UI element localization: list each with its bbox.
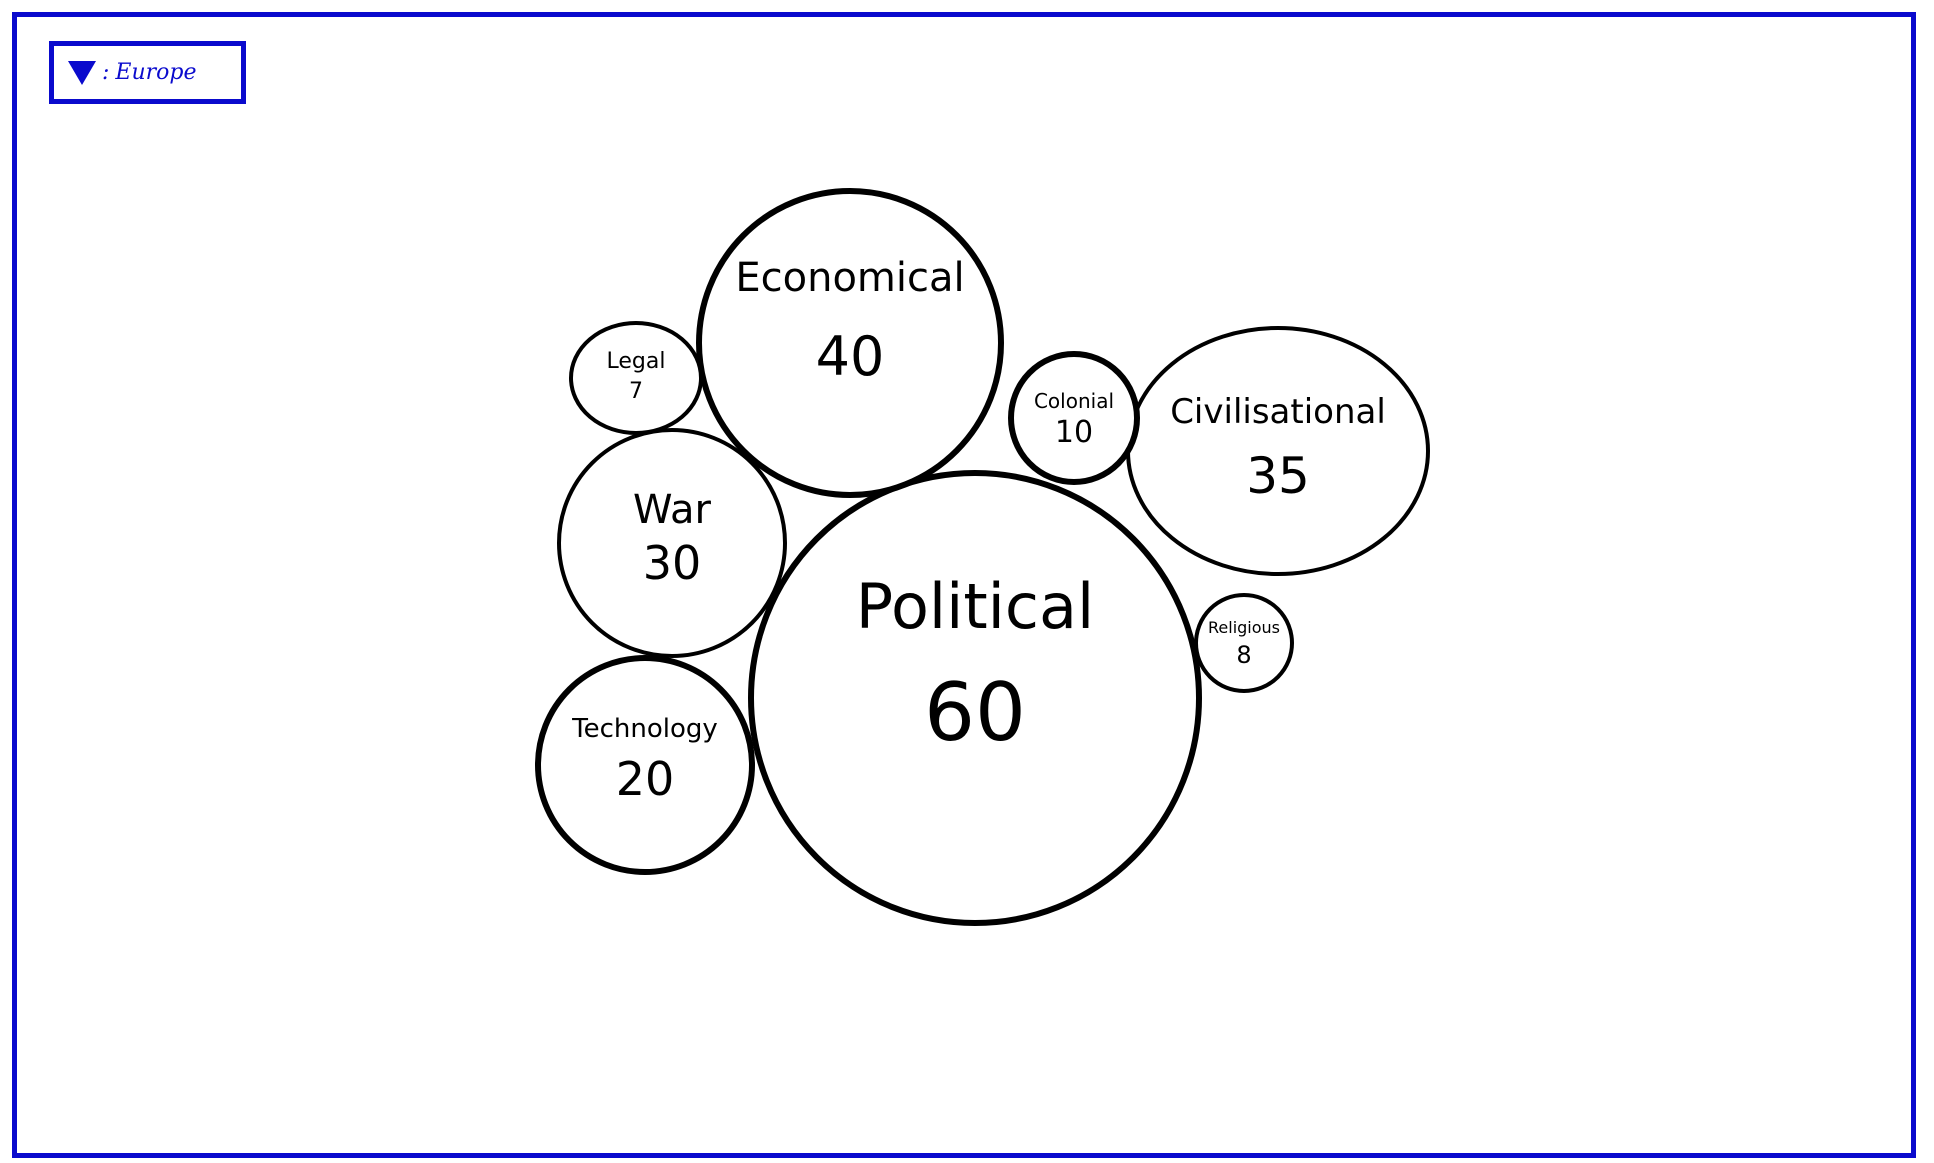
bubble-circle-war	[557, 428, 787, 658]
bubble-circle-political	[748, 470, 1202, 926]
filter-separator: :	[102, 60, 110, 85]
bubble-label-civilisational: Civilisational	[1170, 392, 1386, 432]
bubble-circle-legal	[569, 321, 703, 435]
bubble-label-economical: Economical	[735, 255, 964, 301]
bubble-label-technology: Technology	[571, 714, 718, 744]
bubble-civilisational: Civilisational 35	[1126, 326, 1430, 576]
bubble-label-colonial: Colonial	[1034, 389, 1114, 413]
bubble-circle-religious	[1194, 593, 1294, 693]
bubble-value-legal: 7	[629, 379, 643, 404]
bubble-value-civilisational: 35	[1246, 447, 1310, 505]
bubble-label-religious: Religious	[1208, 618, 1280, 637]
filter-triangle-icon	[68, 60, 96, 85]
bubble-political: Political 60	[748, 470, 1202, 926]
bubble-value-economical: 40	[816, 325, 885, 388]
bubble-label-war: War	[633, 487, 712, 533]
bubble-circle-technology	[535, 655, 755, 875]
bubble-circle-colonial	[1008, 351, 1140, 485]
bubble-value-colonial: 10	[1055, 415, 1093, 450]
region-filter[interactable]: : Europe	[49, 41, 246, 104]
bubble-value-religious: 8	[1236, 641, 1251, 669]
bubble-label-legal: Legal	[607, 349, 666, 374]
filter-value: Europe	[115, 60, 197, 85]
bubble-legal: Legal 7	[569, 321, 703, 435]
bubble-value-technology: 20	[616, 752, 675, 806]
bubble-label-political: Political	[856, 570, 1094, 643]
bubble-circle-economical	[696, 188, 1004, 498]
chart-frame	[12, 12, 1916, 1158]
bubble-value-war: 30	[643, 536, 702, 590]
bubble-technology: Technology 20	[535, 655, 755, 875]
bubble-economical: Economical 40	[696, 188, 1004, 498]
bubble-religious: Religious 8	[1194, 593, 1294, 693]
bubble-value-political: 60	[924, 666, 1026, 759]
